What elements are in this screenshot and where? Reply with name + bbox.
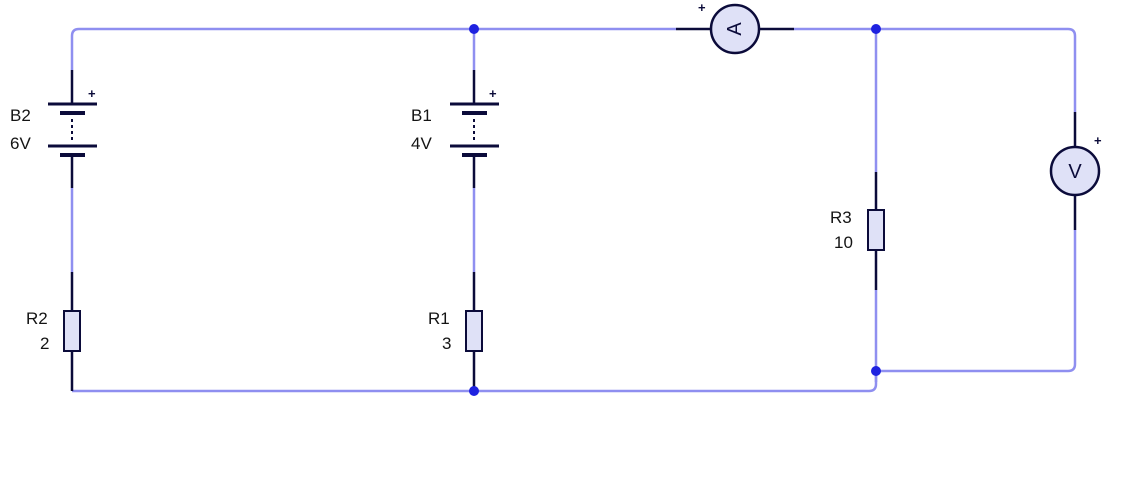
r2-name-label: R2 [26, 309, 48, 328]
b1-polarity-label: + [489, 86, 497, 101]
battery-b1: + B1 4V [411, 70, 499, 188]
ammeter-symbol-label: A [724, 22, 746, 36]
wire-bottom [72, 371, 878, 393]
battery-b2: + B2 6V [10, 70, 97, 188]
wire-voltmeter-bottom [876, 230, 1077, 373]
r3-name-label: R3 [830, 208, 852, 227]
wire-top-right [794, 27, 1077, 112]
ammeter: A + [676, 0, 794, 55]
r1-value-label: 3 [442, 334, 451, 353]
ammeter-polarity-label: + [698, 0, 706, 15]
voltmeter: V + [1049, 112, 1102, 230]
r1-name-label: R1 [428, 309, 450, 328]
r3-value-label: 10 [834, 233, 853, 252]
node-bottom-middle [469, 386, 479, 396]
wires [70, 27, 1077, 393]
wire-top-left [70, 27, 676, 70]
node-top-middle [469, 24, 479, 34]
b1-name-label: B1 [411, 106, 432, 125]
voltmeter-symbol-label: V [1068, 161, 1082, 183]
junction-nodes [469, 24, 881, 396]
resistor-r1: R1 3 [428, 272, 483, 391]
b2-polarity-label: + [88, 86, 96, 101]
b2-value-label: 6V [10, 134, 31, 153]
r2-value-label: 2 [40, 334, 49, 353]
voltmeter-polarity-label: + [1094, 133, 1102, 148]
resistor-r2: R2 2 [26, 272, 81, 391]
b2-name-label: B2 [10, 106, 31, 125]
b1-value-label: 4V [411, 134, 432, 153]
node-top-right [871, 24, 881, 34]
resistor-r3: R3 10 [830, 172, 885, 290]
node-bottom-right [871, 366, 881, 376]
